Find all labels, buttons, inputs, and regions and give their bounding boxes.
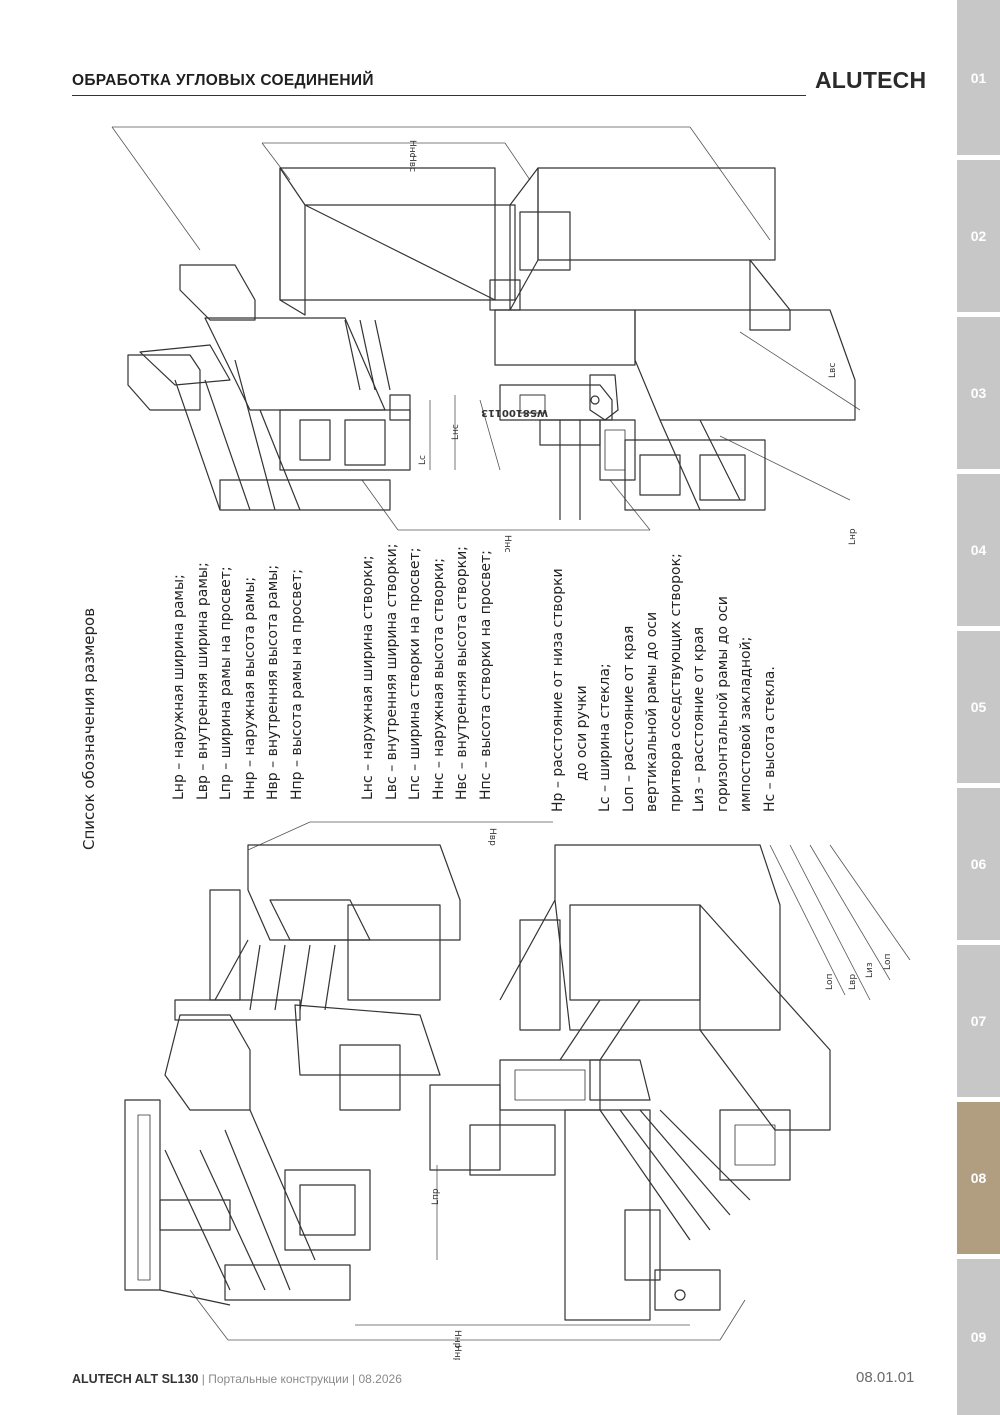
footer-details: | Портальные конструкции | 08.2026	[198, 1372, 402, 1386]
legend-other-list: Hр – расстояние от низа створки до оси р…	[547, 553, 782, 812]
legend-item: Hпр – высота рамы на просвет;	[288, 569, 305, 800]
dim-label-lc: Lс	[418, 455, 428, 465]
legend-item: Hс – высота стекла.	[761, 666, 778, 812]
dim-label-lnp: Lпр	[431, 1188, 441, 1205]
legend-item: притвора соседствующих створок;	[667, 553, 684, 812]
legend-item: Lвс – внутренняя ширина створки;	[383, 543, 400, 801]
dim-label-hhp: Hнр	[452, 1330, 462, 1349]
footer-product: ALUTECH ALT SL130	[72, 1372, 199, 1386]
chapter-tab-01[interactable]: 01	[957, 0, 1000, 155]
corner-joint-drawing: Hнс Hвс Lс Lнс Lвс Hнс Lнр Hвр Lпр Hнр H…	[111, 126, 911, 1360]
dim-label-hbc: Hвс	[407, 155, 417, 172]
chapter-tab-03[interactable]: 03	[957, 317, 1000, 469]
dim-label-hnp: Hнр	[452, 1345, 462, 1360]
header-divider	[72, 95, 806, 96]
sash-corner-assembly	[111, 126, 861, 531]
legend-item: вертикальной рамы до оси	[644, 611, 660, 812]
legend-sash-list: Lнс – наружная ширина створки; Lвс – вну…	[357, 544, 498, 801]
chapter-tab-05[interactable]: 05	[957, 631, 1000, 783]
legend-item: Lоп – расстояние от края	[620, 625, 637, 812]
dim-label-lhc: Lнс	[451, 424, 461, 440]
dim-label-liz: Lиз	[865, 962, 875, 978]
legend-frame-list: Lнр – наружная ширина рамы; Lвр – внутре…	[168, 562, 309, 800]
legend-item: Lс – ширина стекла;	[597, 663, 613, 812]
legend-item: Hпс – высота створки на просвет;	[477, 550, 494, 800]
legend-item: Lнс – наружная ширина створки;	[360, 555, 376, 800]
page-title: ОБРАБОТКА УГЛОВЫХ СОЕДИНЕНИЙ	[72, 72, 374, 89]
legend-item: Hр – расстояние от низа створки	[550, 568, 566, 812]
legend-item: Lиз – расстояние от края	[691, 626, 707, 812]
legend-item: Lпс – ширина створки на просвет;	[407, 547, 423, 800]
page-number: 08.01.01	[856, 1369, 915, 1386]
chapter-tab-09[interactable]: 09	[957, 1259, 1000, 1415]
dim-label-hnc: Hнс	[407, 140, 417, 158]
legend-item: Lнр – наружная ширина рамы;	[171, 574, 187, 800]
legend-item: Hнр – наружная высота рамы;	[241, 576, 258, 800]
legend-item: горизонтальной рамы до оси	[714, 596, 731, 812]
dim-label-lop: Lоп	[825, 973, 835, 990]
part-number-label: WS8100113	[481, 407, 548, 418]
dim-label-lop-2: Lоп	[883, 953, 893, 970]
dim-label-lbp: Lвр	[848, 974, 858, 990]
dim-label-hhc: Hнс	[502, 535, 512, 553]
dim-label-lbc: Lвс	[828, 363, 838, 378]
frame-corner-assembly	[124, 821, 911, 1341]
footer-product-info: ALUTECH ALT SL130 | Портальные конструкц…	[72, 1372, 402, 1386]
chapter-tab-07[interactable]: 07	[957, 945, 1000, 1097]
legend-item: Hвр – внутренняя высота рамы;	[265, 564, 281, 800]
dim-label-hbp: Hвр	[487, 828, 497, 846]
chapter-tab-04[interactable]: 04	[957, 474, 1000, 626]
legend-item: до оси ручки	[573, 685, 590, 812]
legend-item: импостовой закладной;	[738, 636, 754, 812]
chapter-tab-06[interactable]: 06	[957, 788, 1000, 940]
chapter-tab-08[interactable]: 08	[957, 1102, 1000, 1254]
legend-heading: Список обозначения размеров	[80, 607, 98, 850]
legend-item: Lпр – ширина рамы на просвет;	[218, 566, 234, 800]
legend-item: Hвс – внутренняя высота створки;	[454, 546, 470, 800]
chapter-tabs: 01 02 03 04 05 06 07 08 09	[957, 0, 1000, 1415]
legend-item: Hнс – наружная высота створки;	[430, 558, 447, 800]
chapter-tab-02[interactable]: 02	[957, 160, 1000, 312]
dim-label-lhp: Lнр	[848, 528, 858, 545]
brand-logo: ALUTECH	[815, 67, 927, 93]
legend-item: Lвр – внутренняя ширина рамы;	[194, 562, 211, 800]
